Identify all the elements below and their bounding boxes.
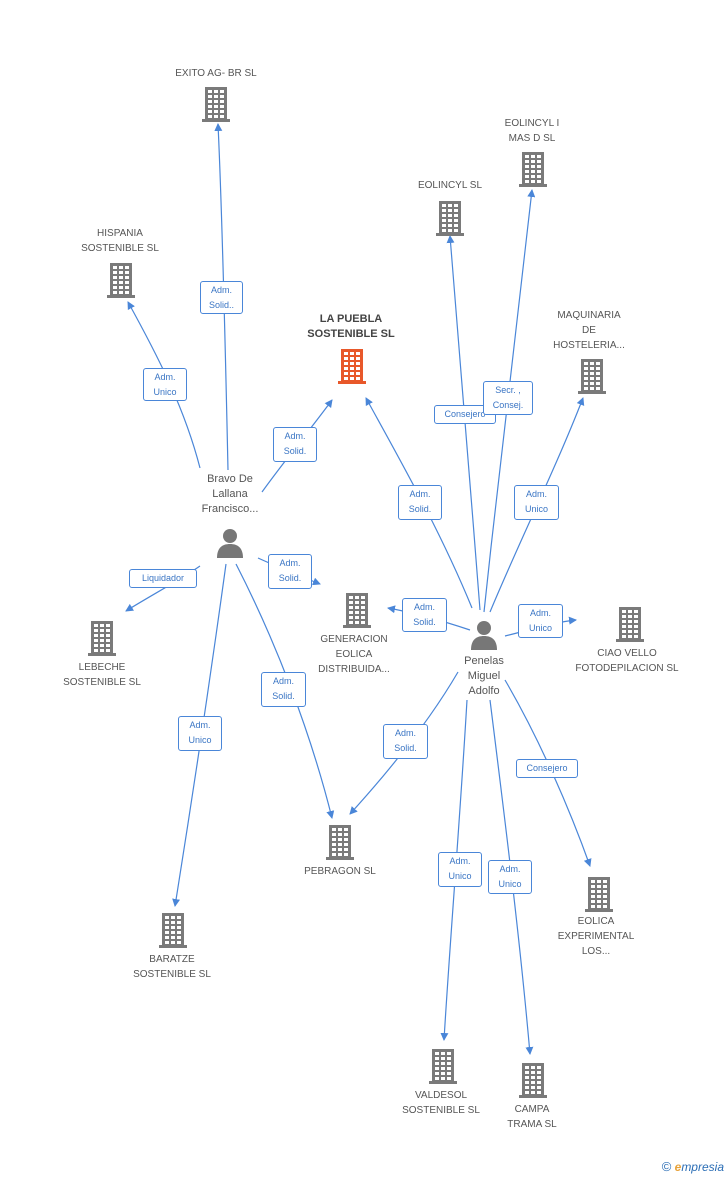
person-icon: [217, 529, 243, 558]
company-label: BARATZE SOSTENIBLE SL: [133, 954, 211, 980]
building-icon: [107, 263, 135, 298]
role-badge[interactable]: Adm. Solid..: [200, 281, 243, 314]
building-icon: [578, 359, 606, 394]
role-badge[interactable]: Consejero: [516, 759, 578, 778]
company-label: PEBRAGON SL: [304, 866, 376, 877]
company-generacion-eolica[interactable]: GENERACION EOLICA DISTRIBUIDA...: [306, 592, 402, 682]
company-hispania-sostenible[interactable]: HISPANIA SOSTENIBLE SL: [62, 226, 178, 300]
person-bravo-de-lallana[interactable]: Bravo De Lallana Francisco...: [180, 470, 280, 560]
company-baratze-sostenible[interactable]: BARATZE SOSTENIBLE SL: [116, 912, 228, 984]
building-icon: [436, 201, 464, 236]
role-badge[interactable]: Adm. Solid.: [261, 672, 306, 707]
edge-bravo-exito: [214, 123, 229, 471]
company-valdesol-sostenible[interactable]: VALDESOL SOSTENIBLE SL: [386, 1048, 496, 1120]
company-eolincyl[interactable]: EOLINCYL SL: [400, 178, 500, 238]
building-icon: [338, 349, 366, 384]
company-label: LA PUEBLA SOSTENIBLE SL: [307, 313, 395, 340]
person-label: Bravo De Lallana Francisco...: [201, 473, 259, 515]
company-label: CAMPA TRAMA SL: [507, 1104, 557, 1130]
company-campa-trama[interactable]: CAMPA TRAMA SL: [488, 1062, 576, 1134]
role-badge[interactable]: Secr. , Consej.: [483, 381, 533, 415]
role-badge[interactable]: Adm. Unico: [518, 604, 563, 638]
empresia-logo[interactable]: © empresia: [662, 1159, 724, 1174]
role-badge[interactable]: Adm. Unico: [143, 368, 187, 401]
company-maquinaria-hosteleria[interactable]: MAQUINARIA DE HOSTELERIA...: [540, 308, 638, 398]
role-badge[interactable]: Adm. Unico: [488, 860, 532, 894]
company-label: EOLINCYL SL: [417, 180, 483, 191]
building-icon: [326, 825, 354, 860]
person-icon: [471, 621, 497, 650]
company-eolincyl-i-mas-d[interactable]: EOLINCYL I MAS D SL: [486, 116, 578, 188]
company-label: MAQUINARIA DE HOSTELERIA...: [553, 310, 625, 351]
company-label: CIAO VELLO FOTODEPILACION SL: [575, 648, 679, 674]
company-pebragon[interactable]: PEBRAGON SL: [292, 824, 388, 880]
company-label: GENERACION EOLICA DISTRIBUIDA...: [318, 634, 390, 675]
building-icon: [202, 87, 230, 122]
company-label: LEBECHE SOSTENIBLE SL: [63, 662, 141, 688]
role-badge[interactable]: Adm. Solid.: [402, 598, 447, 632]
role-badge[interactable]: Adm. Solid.: [383, 724, 428, 759]
building-icon: [159, 913, 187, 948]
company-label: EXITO AG- BR SL: [175, 68, 257, 79]
company-label: EOLINCYL I MAS D SL: [504, 118, 560, 144]
company-label: EOLICA EXPERIMENTAL LOS...: [557, 916, 635, 957]
role-badge[interactable]: Liquidador: [129, 569, 197, 588]
building-icon: [519, 1063, 547, 1098]
person-penelas-miguel[interactable]: Penelas Miguel Adolfo: [436, 618, 532, 702]
copyright-symbol: ©: [661, 1159, 672, 1174]
company-la-puebla-sostenible[interactable]: LA PUEBLA SOSTENIBLE SL: [290, 312, 412, 388]
role-badge[interactable]: Adm. Unico: [438, 852, 482, 887]
company-ciao-vello[interactable]: CIAO VELLO FOTODEPILACION SL: [566, 606, 688, 678]
role-badge[interactable]: Adm. Unico: [178, 716, 222, 751]
role-badge[interactable]: Adm. Unico: [514, 485, 559, 520]
building-icon: [519, 152, 547, 187]
person-label: Penelas Miguel Adolfo: [464, 655, 504, 697]
company-label: HISPANIA SOSTENIBLE SL: [81, 228, 159, 254]
company-lebeche-sostenible[interactable]: LEBECHE SOSTENIBLE SL: [44, 620, 160, 692]
building-icon: [585, 877, 613, 912]
building-icon: [343, 593, 371, 628]
role-badge[interactable]: Adm. Solid.: [398, 485, 442, 520]
brand-initial: e: [674, 1160, 682, 1174]
company-eolica-experimental[interactable]: EOLICA EXPERIMENTAL LOS...: [548, 876, 644, 962]
building-icon: [616, 607, 644, 642]
brand-name: mpresia: [681, 1160, 724, 1174]
role-badge[interactable]: Adm. Solid.: [268, 554, 312, 589]
company-label: VALDESOL SOSTENIBLE SL: [402, 1090, 480, 1116]
building-icon: [88, 621, 116, 656]
company-exito-ag-br[interactable]: EXITO AG- BR SL: [160, 64, 272, 126]
role-badge[interactable]: Adm. Solid.: [273, 427, 317, 462]
role-badge[interactable]: Consejero: [434, 405, 496, 424]
building-icon: [429, 1049, 457, 1084]
